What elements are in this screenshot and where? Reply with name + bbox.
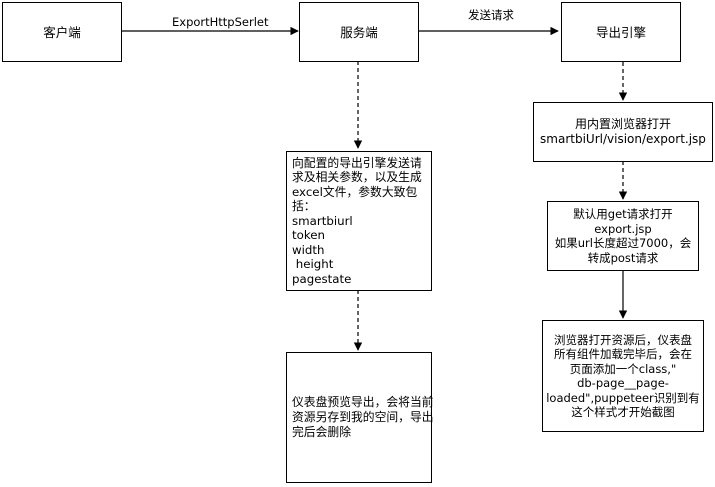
node-engine-label: 导出引擎 (595, 24, 646, 40)
node-server: 服务端 (299, 2, 419, 62)
node-request-note: 向配置的导出引擎发送请 求及相关参数，以及生成 excel文件，参数大致包 括：… (286, 151, 432, 291)
request-note-line: 向配置的导出引擎发送请 (292, 155, 422, 170)
browser-open-line: smartbiUrl/vision/export.jsp (540, 132, 706, 146)
node-server-label: 服务端 (340, 24, 378, 40)
screenshot-note-line: 浏览器打开资源后，仪表盘 (554, 332, 692, 347)
request-note-line: height (292, 257, 334, 272)
request-note-line: 括： (292, 199, 316, 214)
request-note-line: pagestate (292, 271, 352, 286)
screenshot-note-line: 所有组件加载完毕后，会在 (554, 347, 692, 361)
node-preview-note: 仪表盘预览导出，会将当前 资源另存到我的空间，导出 完后会删除 (286, 352, 434, 483)
request-note-line: width (292, 242, 325, 257)
request-note-line: 求及相关参数，以及生成 (292, 170, 422, 185)
node-client-label: 客户端 (43, 24, 81, 40)
screenshot-note-line: loaded",puppeteer识别到有 (546, 390, 700, 405)
get-request-line: 如果url长度超过7000，会 (554, 236, 692, 250)
get-request-line: export.jsp (594, 221, 652, 236)
get-request-line: 默认用get请求打开 (573, 207, 673, 221)
browser-open-line: 用内置浏览器打开 (574, 117, 671, 131)
preview-note-line: 完后会删除 (292, 425, 351, 439)
request-note-line: excel文件，参数大致包 (292, 184, 418, 199)
request-note-line: smartbiurl (292, 213, 353, 228)
node-engine: 导出引擎 (561, 2, 681, 62)
request-note-line: token (292, 228, 325, 243)
screenshot-note-line: db-page__page- (577, 376, 669, 390)
preview-note-line: 仪表盘预览导出，会将当前 (292, 395, 434, 409)
screenshot-note-line: 这个样式才开始截图 (571, 405, 675, 419)
node-browser-open: 用内置浏览器打开 smartbiUrl/vision/export.jsp (533, 102, 713, 162)
node-get-request: 默认用get请求打开 export.jsp 如果url长度超过7000，会 转成… (547, 201, 699, 271)
node-screenshot-note: 浏览器打开资源后，仪表盘 所有组件加载完毕后，会在 页面添加一个class," … (542, 320, 704, 432)
edge-label-server-to-engine: 发送请求 (468, 8, 514, 22)
edge-label-client-to-server: ExportHttpSerlet (172, 15, 269, 29)
get-request-line: 转成post请求 (587, 250, 659, 265)
screenshot-note-line: 页面添加一个class," (569, 361, 677, 376)
preview-note-line: 资源另存到我的空间，导出 (292, 410, 434, 424)
node-client: 客户端 (2, 2, 122, 62)
